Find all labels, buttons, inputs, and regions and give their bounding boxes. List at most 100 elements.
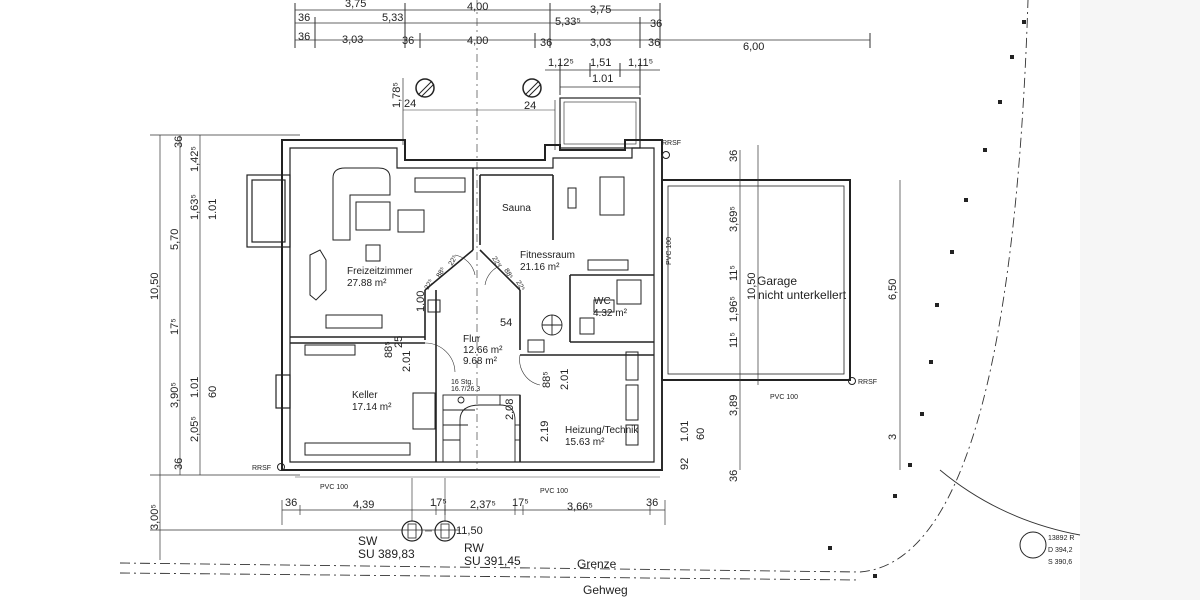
ldim-inner-5: 60 [207, 386, 219, 398]
garage-dim-lines [739, 145, 901, 470]
top-dimension-labels: 3,75 4,00 3,75 36 5,33 5,33⁵ 36 36 3,03 … [298, 0, 764, 85]
room-heizung-area: 15.63 m² [565, 437, 605, 448]
ldim-outer-1: 10,50 [149, 272, 161, 300]
manhole-labels: SW SU 389,83 RW SU 391,45 [358, 534, 521, 568]
room-flur-area2: 9.68 m² [463, 356, 498, 367]
dim-door-left-4: 2.01 [401, 351, 413, 372]
dim-top-r3-4: 4,00 [467, 35, 488, 47]
bdim-8: 11,50 [456, 525, 483, 537]
room-heizung-name: Heizung/Technik [565, 425, 639, 436]
column-size-label: 1,78⁵ [391, 82, 403, 108]
interior-dims: 1.00 88⁵ 25 2.01 88⁵ 2.01 54 2.08 2.19 9… [383, 291, 707, 470]
dim-54: 54 [500, 317, 512, 329]
terrace-top [559, 97, 641, 149]
sidewalk-label: Gehweg [583, 583, 628, 597]
garage-dim-labels: 36 3,69⁵ 11⁵ 1,96⁵ 11⁵ 3,89 36 10,50 6,5… [728, 150, 899, 482]
rrsf-bottom-left: RRSF [252, 465, 271, 472]
room-freizeit-name: Freizeitzimmer [347, 266, 413, 277]
ldim-mid-2: 17⁵ [169, 318, 181, 335]
gdim-7: 36 [728, 470, 740, 482]
garage-width: 6,50 [887, 279, 899, 300]
left-bay [246, 174, 291, 409]
corner-note-1: 13892 R [1048, 535, 1074, 542]
dim-diag-left-1: 22⁵ [424, 278, 435, 291]
bdim-5: 17⁵ [512, 497, 529, 509]
dim-top-r4-1: 1,12⁵ [548, 57, 574, 69]
dim-door-right-1: 88⁵ [541, 371, 553, 388]
stair-count: 16 Stg. [451, 379, 473, 386]
dim-top-r2-4: 36 [650, 18, 662, 30]
dim-door-left-3: 25 [393, 336, 405, 348]
room-wc-area: 4.32 m² [593, 308, 628, 319]
ldim-inner-7: 2,05⁵ [189, 416, 201, 442]
garage [661, 179, 851, 381]
dim-diag-right-1: 22⁵ [490, 256, 501, 269]
bdim-7: 36 [646, 497, 658, 509]
dim-top-r4-2: 1,51 [590, 57, 611, 69]
dim-top-r1-3: 3,75 [590, 4, 611, 16]
dim-top-r1-2: 4,00 [467, 1, 488, 13]
dim-top-r5-1: 1.01 [592, 73, 613, 85]
dim-92: 92 [679, 458, 691, 470]
outer-walls [281, 139, 663, 471]
ldim-inner-1: 36 [173, 136, 185, 148]
bdim-6: 3,66⁵ [567, 501, 593, 513]
stair-ratio: 16.7/26.3 [451, 386, 480, 393]
doors [424, 254, 541, 386]
room-keller-area: 17.14 m² [352, 402, 392, 413]
interior-dimension-labels: 22⁵ 88⁵ 22⁵ 22⁵ 88⁵ 22⁵ 16 Stg. 16.7/26.… [424, 254, 526, 393]
gdim-2: 3,69⁵ [728, 206, 740, 232]
room-keller-name: Keller [352, 390, 378, 401]
dim-diag-right-3: 22⁵ [514, 280, 525, 293]
dim-top-r3-3: 36 [402, 35, 414, 47]
room-sauna-name: Sauna [502, 203, 531, 214]
gdim-6: 3,89 [728, 395, 740, 416]
dim-top-r3-6: 3,03 [590, 37, 611, 49]
left-dim-lines [150, 134, 300, 560]
bdim-4: 2,37⁵ [470, 499, 496, 511]
sw-title: SW [358, 534, 378, 548]
keller-furniture [304, 344, 436, 456]
pvc-right: PVC 100 [540, 488, 568, 495]
survey-point [1019, 531, 1047, 559]
ldim-inner-6: 1.01 [189, 377, 201, 398]
dim-top-r1-1: 3,75 [345, 0, 366, 10]
room-labels: Freizeitzimmer 27.88 m² Sauna Fitnessrau… [347, 203, 639, 448]
dim-60-right: 60 [695, 428, 707, 440]
room-fitness-name: Fitnessraum [520, 250, 575, 261]
dim-top-r3-8: 6,00 [743, 41, 764, 53]
garage-subtitle: nicht unterkellert [758, 288, 847, 302]
ldim-outer-2: 3,00⁵ [149, 504, 161, 530]
top-dimension-chains [294, 3, 871, 95]
room-flur-name: Flur [463, 334, 481, 345]
corner-note-2: D 394,2 [1048, 547, 1073, 554]
corner-note: 13892 R D 394,2 S 390,6 [1048, 535, 1074, 566]
dim-top-r2-1: 36 [298, 12, 310, 24]
drain-labels: RRSF RRSF RRSF PVC 100 PVC 100 PVC 100 P… [252, 140, 877, 495]
dim-top-r3-1: 36 [298, 31, 310, 43]
dim-top-r3-7: 36 [648, 37, 660, 49]
corner-note-3: S 390,6 [1048, 559, 1072, 566]
scan-margin [1080, 0, 1200, 600]
ldim-inner-2: 1,42⁵ [189, 146, 201, 172]
stairs [442, 314, 563, 463]
gdim-5: 11⁵ [728, 332, 740, 348]
heizung-furniture [527, 339, 639, 446]
dim-top-r2-3: 5,33⁵ [555, 16, 581, 28]
dim-top-r4-3: 1,11⁵ [628, 57, 653, 69]
rw-title: RW [464, 541, 484, 555]
pvc-top: PVC 100 [666, 237, 673, 265]
interior-walls [290, 168, 654, 462]
left-dim-labels: 10,50 3,00⁵ 5,70 17⁵ 3,90⁵ 36 1,42⁵ 1,63… [149, 136, 219, 530]
columns [402, 78, 556, 150]
ldim-inner-3: 1,63⁵ [189, 194, 201, 220]
rrsf-garage: RRSF [858, 379, 877, 386]
dim-door-right-2: 2.01 [559, 369, 571, 390]
dim-top-r3-2: 3,03 [342, 34, 363, 46]
dim-diag-left-3: 22⁵ [448, 254, 459, 267]
manholes [401, 478, 456, 542]
bottom-dim-lines [150, 500, 666, 531]
ldim-inner-8: 36 [173, 458, 185, 470]
dim-101-right: 1.01 [679, 421, 691, 442]
